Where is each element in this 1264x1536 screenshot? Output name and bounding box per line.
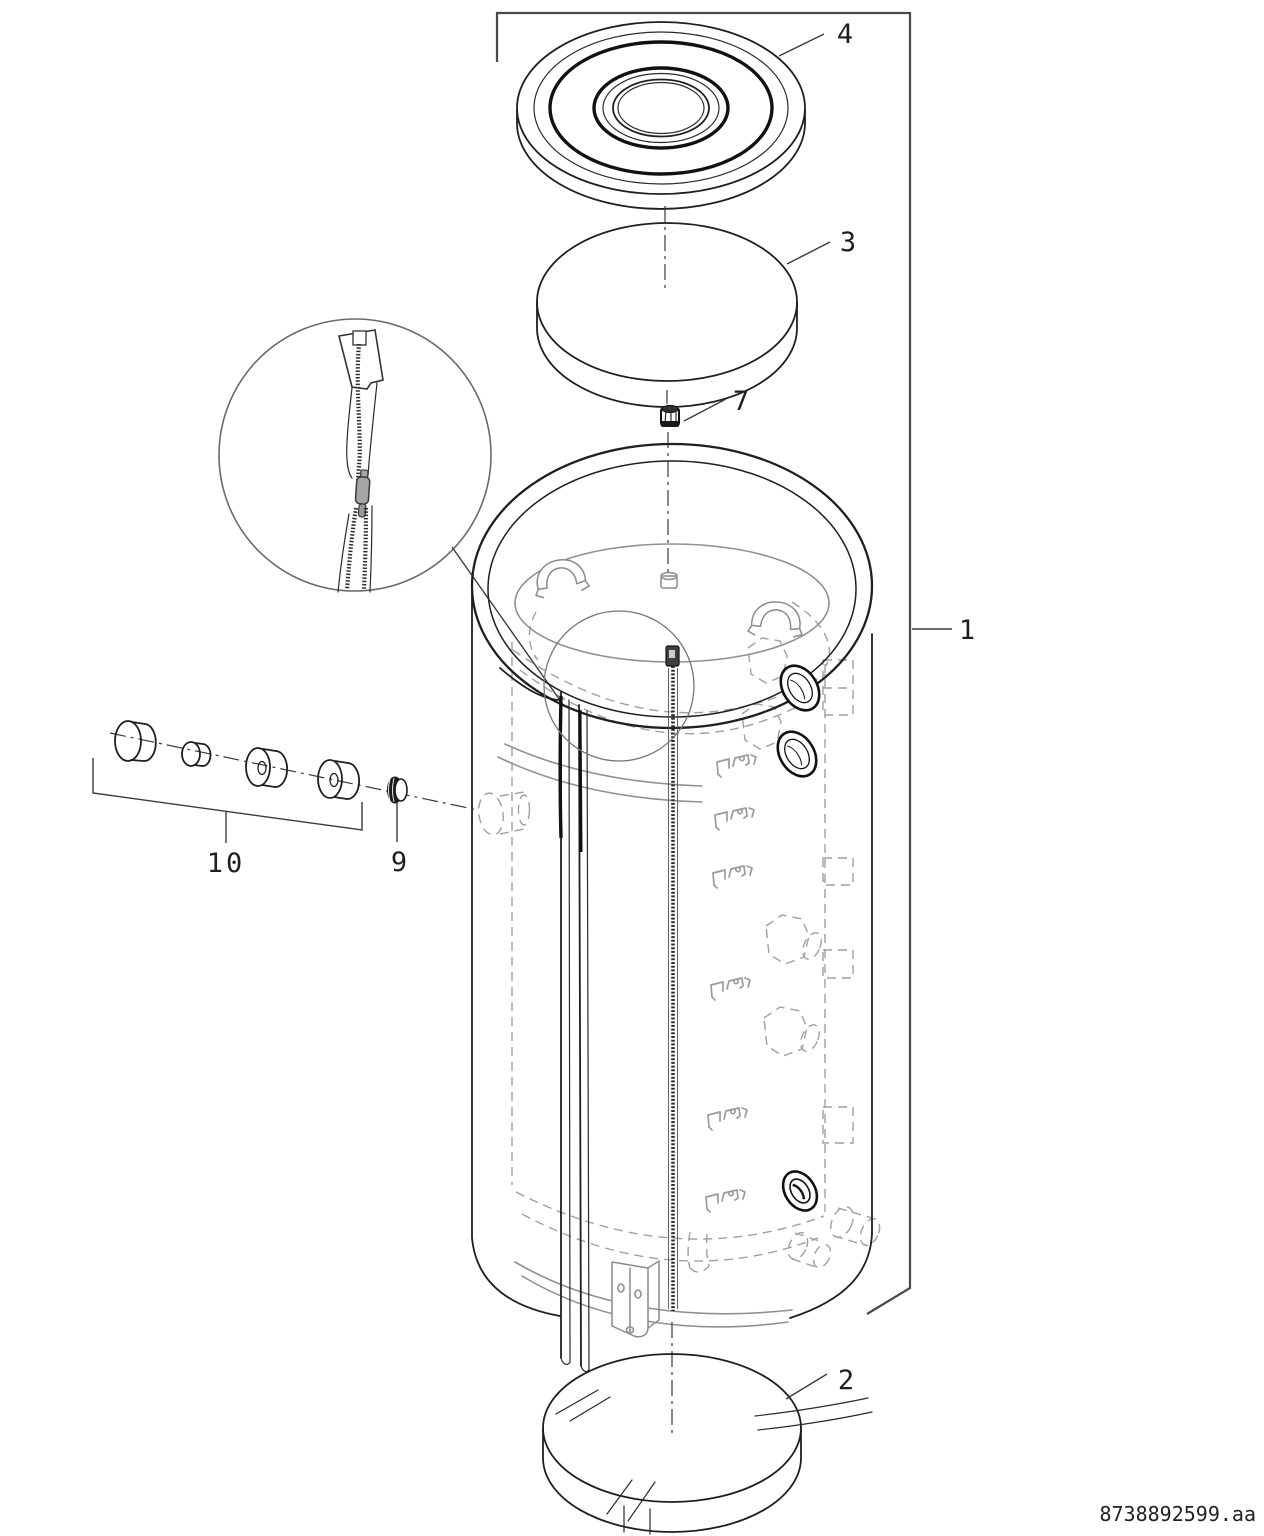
- lifting-handle-left: [535, 559, 591, 599]
- callout-9: 9: [391, 847, 407, 878]
- callout-3: 3: [840, 227, 856, 258]
- detail-target-circle: [543, 610, 695, 762]
- zipper-slider: [354, 469, 371, 518]
- drawing-number: 8738892599.aa: [1099, 1502, 1256, 1526]
- plug-ring-1: [245, 747, 289, 788]
- jacket-plug-hole: [478, 791, 531, 836]
- hidden-hex-boss: [747, 637, 788, 684]
- callout-7: 7: [733, 386, 749, 417]
- zipper-illustration: [337, 329, 384, 593]
- jacket-clips: [705, 754, 757, 1213]
- jacket-slit-edge: [499, 667, 590, 1373]
- part-4-top-cover-lid: 4: [516, 19, 853, 210]
- part-7-vent-cap: 7: [660, 386, 749, 572]
- disc-seam-marks: [555, 1389, 873, 1535]
- callout-10: 10: [207, 848, 246, 879]
- plug-small: [181, 741, 212, 767]
- detail-leader-line: [451, 546, 565, 707]
- plug-ring-2: [317, 759, 361, 800]
- plug-large: [114, 720, 157, 762]
- insulation-jacket: [470, 442, 874, 1373]
- tank-ports: [776, 664, 821, 1212]
- zipper-detail-magnifier: [218, 318, 492, 593]
- part-3-top-insulation-disc: 3: [536, 222, 856, 408]
- jacket-zipper-rail: [665, 645, 680, 1311]
- lifting-handle-right: [747, 601, 803, 638]
- callout-4: 4: [837, 19, 853, 50]
- callout-1: 1: [959, 615, 975, 646]
- inner-tank-hidden-lines: [511, 601, 881, 1273]
- callout-2: 2: [838, 1365, 854, 1396]
- part-10-plug-set: 10: [92, 720, 479, 879]
- assembly-reference-bracket: 1: [495, 11, 975, 1315]
- center-stud: [660, 571, 678, 589]
- inner-tank-top: [497, 543, 830, 803]
- part-9-grommet: 9: [387, 776, 408, 878]
- tank-assembly: [470, 442, 881, 1438]
- foot-bracket: [611, 1260, 660, 1338]
- part-2-bottom-insulation-disc: 2: [542, 1353, 873, 1535]
